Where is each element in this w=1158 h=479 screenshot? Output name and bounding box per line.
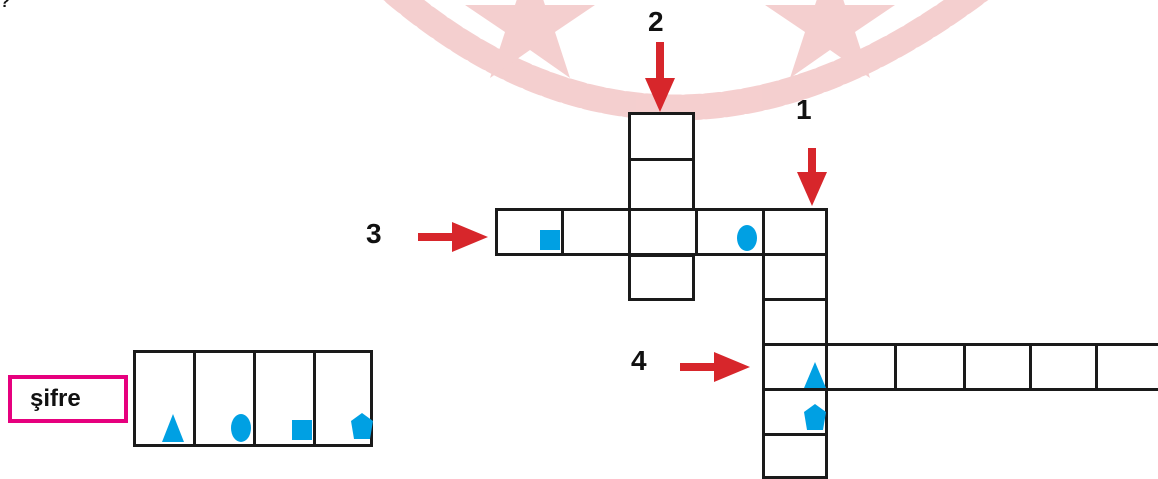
grid-cell-3-5[interactable] <box>762 208 828 256</box>
clue-number-4: 4 <box>631 345 647 376</box>
code-ellipse-symbol <box>231 414 251 442</box>
clue-number-2: 2 <box>648 6 664 37</box>
arrow-right-icon-4 <box>680 352 750 382</box>
clue-number-1: 1 <box>796 94 812 125</box>
square-symbol <box>540 230 560 250</box>
arrow-right-icon-3 <box>418 222 488 252</box>
grid-cell-4-5[interactable] <box>1029 343 1098 391</box>
ellipse-symbol <box>737 225 757 251</box>
grid-cell-2-2[interactable] <box>628 158 695 211</box>
grid-cell-3-3[interactable] <box>628 208 698 256</box>
grid-cell-1-3[interactable] <box>762 298 828 346</box>
code-square-symbol <box>292 420 312 440</box>
pentagon-symbol <box>804 404 826 430</box>
arrow-down-icon-2 <box>645 42 675 112</box>
clue-number-3: 3 <box>366 218 382 249</box>
grid-cell-2-4[interactable] <box>628 254 695 301</box>
grid-cell-1-6[interactable] <box>762 433 828 479</box>
grid-cell-2-1[interactable] <box>628 112 695 161</box>
sifre-label: şifre <box>8 375 128 423</box>
triangle-symbol <box>804 362 826 388</box>
code-pentagon-symbol <box>351 413 373 439</box>
grid-cell-4-3[interactable] <box>894 343 966 391</box>
grid-cell-4-2[interactable] <box>825 343 897 391</box>
question-mark: ? <box>0 0 10 11</box>
grid-cell-1-2[interactable] <box>762 253 828 301</box>
arrow-down-icon-1 <box>797 148 827 206</box>
grid-cell-3-2[interactable] <box>561 208 631 256</box>
grid-cell-4-6[interactable] <box>1095 343 1158 391</box>
code-triangle-symbol <box>162 414 184 442</box>
grid-cell-4-4[interactable] <box>963 343 1032 391</box>
